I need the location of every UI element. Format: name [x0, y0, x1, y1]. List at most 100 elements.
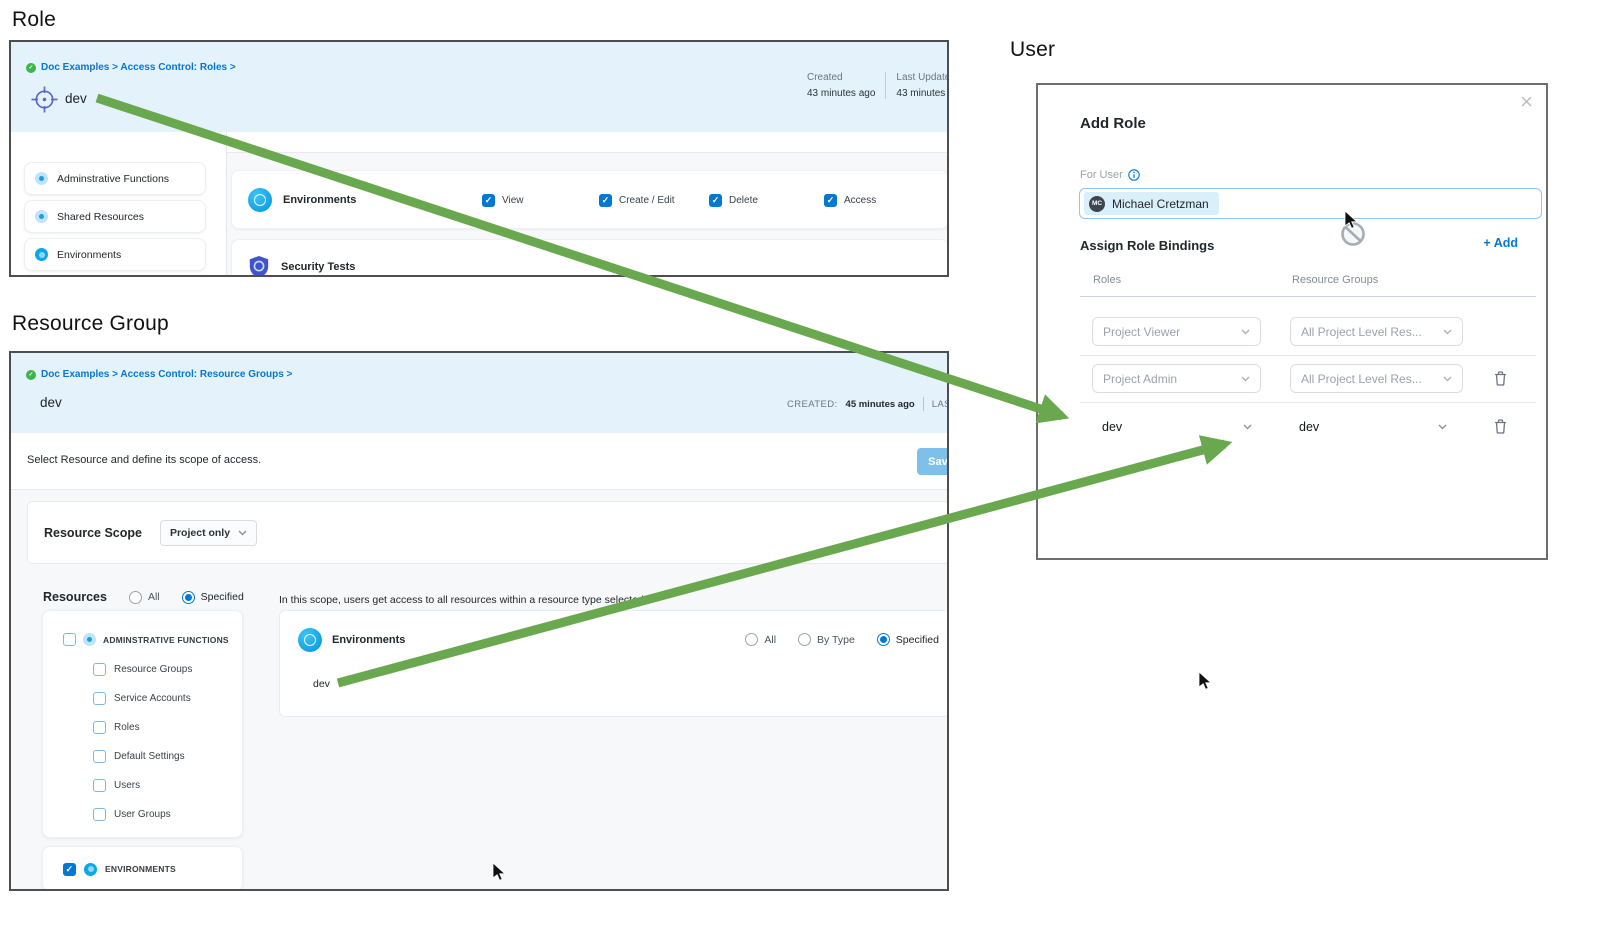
role-dropdown-dev[interactable]: dev [1102, 420, 1123, 434]
checkbox-unchecked[interactable] [93, 663, 106, 676]
breadcrumb-text[interactable]: Doc Examples > Access Control: Roles > [41, 62, 236, 73]
checkbox-checked[interactable] [824, 194, 837, 207]
tree-item-users[interactable]: Users [93, 779, 140, 792]
resource-group-dropdown-all-project[interactable]: All Project Level Res... [1290, 364, 1463, 393]
sidebar-item-shared-resources[interactable]: Shared Resources [24, 200, 206, 233]
role-dropdown-project-viewer[interactable]: Project Viewer [1092, 317, 1261, 346]
radio-all[interactable]: All [745, 633, 776, 646]
last-updated-label: Last Updated [896, 72, 947, 83]
resource-group-dropdown-dev[interactable]: dev [1299, 420, 1320, 434]
sidebar-item-partial[interactable] [24, 275, 206, 277]
breadcrumb[interactable]: Doc Examples > Access Control: Roles > [26, 62, 236, 73]
radio-specified[interactable]: Specified [181, 590, 244, 604]
resource-scope-label: Resource Scope [44, 525, 142, 540]
role-dropdown-value: Project Viewer [1103, 324, 1181, 339]
resource-group-dropdown-value: All Project Level Res... [1301, 324, 1422, 339]
radio-specified[interactable]: Specified [876, 633, 939, 646]
chevron-down-icon [1241, 376, 1250, 381]
tree-item-default-settings[interactable]: Default Settings [93, 750, 185, 763]
resource-tree-card: ADMINSTRATIVE FUNCTIONS Resource Groups … [42, 610, 243, 838]
permission-card-environments: Environments View Create / Edit Delete [231, 170, 947, 229]
info-icon[interactable] [1128, 169, 1140, 181]
checkbox-unchecked[interactable] [93, 779, 106, 792]
permission-delete[interactable]: Delete [709, 194, 758, 207]
resource-group-section-heading: Resource Group [12, 312, 169, 335]
radio-label: All [147, 591, 160, 603]
environments-scope-radios: All By Type Specified [745, 633, 939, 646]
add-binding-button[interactable]: + Add [1483, 236, 1518, 250]
checkbox-checked[interactable] [482, 194, 495, 207]
chevron-down-icon [1443, 376, 1452, 381]
tree-child-label: User Groups [114, 809, 171, 820]
resource-type-name: Environments [332, 634, 406, 646]
checkbox-unchecked[interactable] [93, 721, 106, 734]
admin-functions-icon [83, 633, 96, 646]
permission-view[interactable]: View [482, 194, 524, 207]
checkbox-checked[interactable] [63, 862, 76, 876]
tree-item-roles[interactable]: Roles [93, 721, 140, 734]
last-updated-label: LAST UPDATED: [931, 398, 947, 410]
sidebar-item-label: Adminstrative Functions [57, 172, 170, 185]
last-updated-value: 43 minutes ago [896, 88, 947, 99]
tree-item-environments[interactable]: ENVIRONMENTS [42, 846, 243, 889]
admin-functions-icon [35, 172, 48, 185]
radio-icon-selected[interactable] [181, 590, 195, 604]
role-dropdown-project-admin[interactable]: Project Admin [1092, 364, 1261, 393]
tree-item-user-groups[interactable]: User Groups [93, 808, 171, 821]
radio-icon[interactable] [798, 633, 812, 646]
resource-group-name: dev [40, 395, 62, 410]
user-chip[interactable]: MC Michael Cretzman [1084, 192, 1219, 215]
resource-group-body: Resource Scope Project only Resources Al… [11, 490, 947, 889]
blocked-cursor [1341, 211, 1365, 246]
for-user-input[interactable]: MC Michael Cretzman [1079, 188, 1542, 219]
bindings-column-headers: Roles Resource Groups [1093, 274, 1516, 286]
resource-group-dropdown-all-project[interactable]: All Project Level Res... [1290, 317, 1463, 346]
user-section-heading: User [1010, 38, 1056, 61]
sidebar-item-label: Environments [57, 248, 122, 261]
chevron-down-icon[interactable] [1438, 424, 1447, 430]
radio-icon[interactable] [745, 633, 759, 646]
tree-item-service-accounts[interactable]: Service Accounts [93, 692, 191, 705]
mouse-cursor [492, 862, 507, 881]
resource-scope-dropdown[interactable]: Project only [159, 519, 258, 546]
chevron-down-icon [1443, 329, 1452, 334]
tree-child-label: Default Settings [114, 751, 185, 762]
chevron-down-icon [1241, 329, 1250, 334]
tree-item-resource-groups[interactable]: Resource Groups [93, 663, 192, 676]
radio-icon-selected[interactable] [876, 633, 890, 646]
checkbox-unchecked[interactable] [93, 808, 106, 821]
checkbox-unchecked[interactable] [93, 692, 106, 705]
project-icon [26, 369, 36, 380]
tree-item-administrative-functions[interactable]: ADMINSTRATIVE FUNCTIONS [63, 633, 229, 646]
checkbox-checked[interactable] [599, 194, 612, 207]
role-section-heading: Role [12, 8, 56, 31]
checkbox-unchecked[interactable] [63, 633, 76, 646]
environments-icon [248, 188, 272, 212]
permission-label: View [502, 195, 524, 206]
delete-binding-button[interactable] [1493, 370, 1508, 390]
radio-icon[interactable] [128, 590, 142, 604]
permission-create-edit[interactable]: Create / Edit [599, 194, 675, 207]
resources-label: Resources [43, 590, 107, 604]
subtitle-bar: Select Resource and define its scope of … [11, 433, 947, 490]
resource-groups-column-header: Resource Groups [1292, 274, 1379, 286]
delete-binding-button[interactable] [1493, 418, 1508, 438]
radio-by-type[interactable]: By Type [798, 633, 855, 646]
environments-icon [35, 248, 48, 261]
checkbox-checked[interactable] [709, 194, 722, 207]
checkbox-unchecked[interactable] [93, 750, 106, 763]
environments-scope-card: Environments All By Type Specified [279, 610, 947, 717]
breadcrumb[interactable]: Doc Examples > Access Control: Resource … [26, 369, 292, 380]
breadcrumb-text[interactable]: Doc Examples > Access Control: Resource … [41, 369, 293, 380]
save-button[interactable]: Save [917, 448, 947, 475]
chevron-down-icon[interactable] [1243, 424, 1252, 430]
close-icon[interactable]: × [1520, 89, 1533, 114]
tree-child-label: Resource Groups [114, 664, 193, 675]
sidebar-item-administrative-functions[interactable]: Adminstrative Functions [24, 162, 206, 195]
sidebar-item-environments[interactable]: Environments [24, 238, 206, 271]
radio-all[interactable]: All [128, 590, 160, 604]
role-resource-sidebar: Adminstrative Functions Shared Resources… [11, 132, 227, 275]
permission-label: Delete [729, 195, 758, 206]
permission-access[interactable]: Access [824, 194, 876, 207]
